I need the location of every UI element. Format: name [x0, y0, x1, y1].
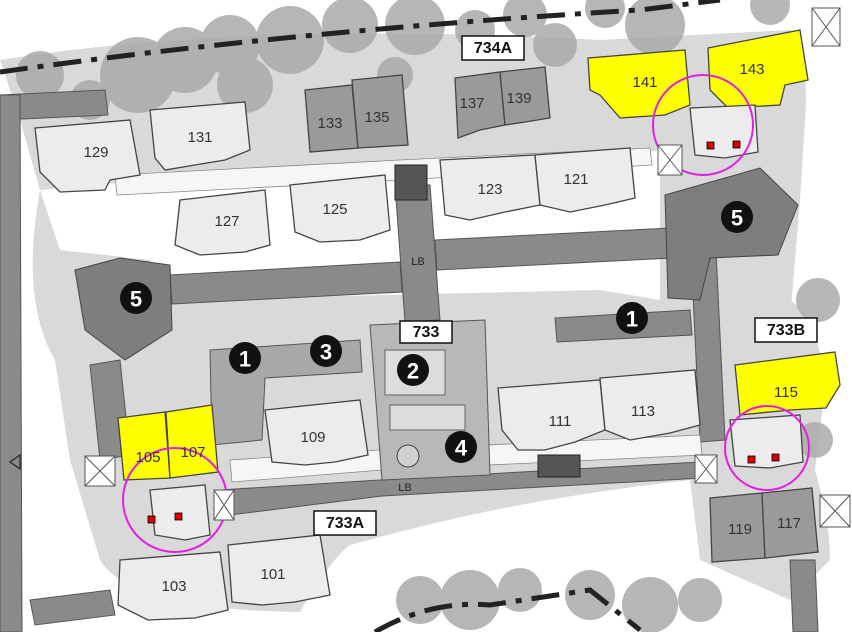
label-109: 109 [300, 429, 325, 446]
walkway-north [0, 89, 109, 121]
label-103: 103 [161, 578, 186, 595]
plaza-element-2 [389, 404, 466, 431]
label-117: 117 [777, 515, 801, 532]
building-143 [707, 29, 809, 109]
lb-label-top: LB [411, 256, 424, 268]
label-105: 105 [135, 449, 160, 466]
walkway-central-ew-2 [434, 227, 673, 271]
label-133: 133 [317, 115, 342, 132]
marker-3: 3 [320, 340, 332, 365]
label-107: 107 [180, 444, 205, 461]
building-131 [149, 101, 251, 171]
label-111: 111 [549, 413, 572, 430]
label-135: 135 [364, 109, 389, 126]
building-109 [264, 399, 369, 466]
building-107 [165, 404, 219, 479]
highlight-circle-ne [652, 74, 754, 176]
building-141 [587, 49, 691, 119]
building-127 [174, 189, 271, 256]
dark-buildings [304, 66, 819, 563]
boundary-line [0, 0, 721, 632]
highlight-circles [122, 74, 810, 553]
stairs [394, 164, 581, 478]
highlight-circle-e [724, 405, 810, 491]
building-139 [499, 66, 551, 126]
building-117 [761, 487, 819, 559]
lb-label-bottom: LB [398, 482, 411, 494]
label-137: 137 [459, 95, 484, 112]
building-103 [117, 551, 229, 621]
trees [16, 0, 840, 632]
marker-5-west: 5 [130, 287, 142, 312]
label-131: 131 [187, 129, 212, 146]
building-137 [454, 71, 506, 139]
label-139: 139 [506, 90, 531, 107]
tag-733A: 733A [326, 515, 365, 532]
block-north-east [689, 104, 759, 159]
label-143: 143 [739, 61, 764, 78]
label-129: 129 [83, 144, 108, 161]
spiral-stair-icon [396, 444, 420, 468]
label-127: 127 [214, 213, 239, 230]
block-center [149, 484, 211, 541]
marker-1-west: 1 [239, 347, 251, 372]
highlighted-buildings [117, 29, 841, 481]
marker-2: 2 [407, 359, 419, 384]
building-105 [117, 411, 171, 481]
label-101: 101 [260, 566, 285, 583]
label-121: 121 [563, 171, 588, 188]
label-113: 113 [631, 403, 655, 420]
building-129 [34, 119, 141, 193]
marker-4: 4 [455, 436, 468, 461]
utility-boxes [84, 7, 851, 528]
label-115: 115 [774, 384, 798, 401]
walkway-se [789, 559, 819, 632]
tag-733: 733 [413, 324, 440, 341]
building-113 [599, 369, 701, 441]
red-markers [147, 140, 780, 524]
label-141: 141 [632, 74, 657, 91]
address-tags: 734A 733 733B 733A [313, 35, 818, 536]
label-125: 125 [322, 201, 347, 218]
arrow-left-icon [8, 453, 21, 471]
pad-5-west [74, 257, 173, 361]
building-labels: 129 131 133 135 137 139 141 143 127 125 … [83, 61, 800, 595]
block-east [729, 414, 804, 469]
building-121 [534, 147, 636, 213]
north-lawn [0, 30, 806, 320]
buildings [34, 101, 804, 621]
marker-5-east: 5 [731, 206, 743, 231]
building-125 [289, 174, 391, 243]
pad-5-east [664, 167, 799, 301]
numbered-markers: 1 1 2 3 4 5 5 [120, 201, 753, 463]
building-135 [351, 74, 409, 149]
walkway-bottom-left [29, 589, 116, 626]
tag-733B: 733B [767, 322, 805, 339]
marker-1-east: 1 [626, 307, 638, 332]
walkways [0, 89, 819, 632]
walkway-west-edge [0, 94, 23, 632]
label-123: 123 [477, 181, 502, 198]
tag-734A: 734A [474, 40, 513, 57]
label-119: 119 [728, 521, 752, 538]
